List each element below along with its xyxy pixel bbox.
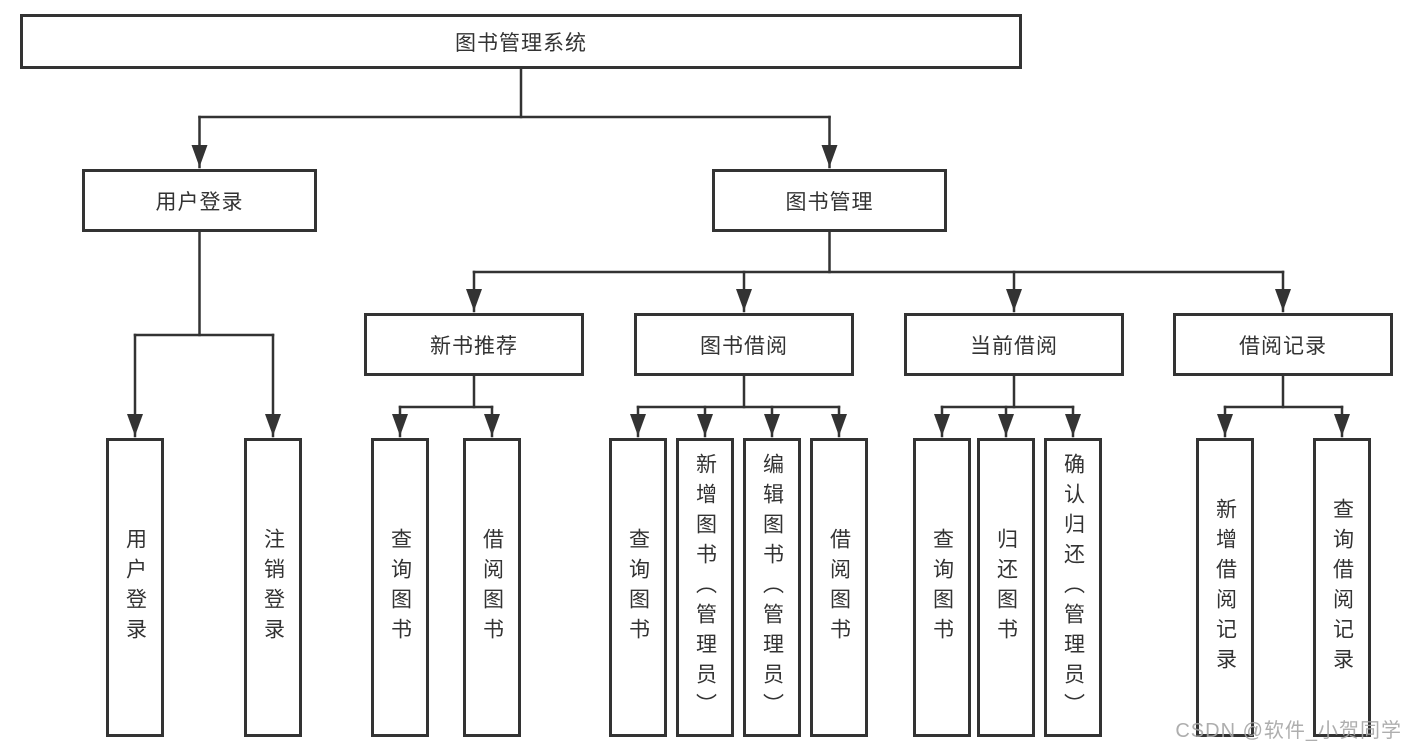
node-label: 借阅记录 (1239, 334, 1327, 358)
leaf-add-book-admin: 新增图书（管理员） (676, 438, 734, 737)
leaf-return-books: 归还图书 (977, 438, 1035, 737)
leaf-query-borrow-record: 查询借阅记录 (1313, 438, 1371, 737)
connector-borrowing-records (1217, 374, 1350, 438)
leaf-borrow-books-borrowing: 借阅图书 (810, 438, 868, 737)
leaf-query-books-current: 查询图书 (913, 438, 971, 737)
watermark: CSDN @软件_小贺同学 (1175, 720, 1402, 742)
connector-new-book-recommendation (392, 374, 500, 438)
leaf-query-books-recommend: 查询图书 (371, 438, 429, 737)
leaf-borrow-books-recommend: 借阅图书 (463, 438, 521, 737)
node-library-management-system: 图书管理系统 (20, 14, 1022, 69)
connector-current-borrowing (934, 374, 1081, 438)
node-label: 用户登录 (155, 190, 244, 214)
leaf-add-borrow-record: 新增借阅记录 (1196, 438, 1254, 737)
leaf-user-login: 用户登录 (106, 438, 164, 737)
node-current-borrowing: 当前借阅 (904, 313, 1124, 376)
node-label: 图书管理系统 (455, 31, 587, 55)
node-label: 查询图书 (930, 527, 954, 648)
connector-root (191, 67, 838, 169)
node-label: 查询图书 (388, 527, 412, 648)
node-label: 新增借阅记录 (1213, 497, 1237, 678)
node-label: 确认归还（管理员） (1061, 452, 1085, 723)
node-label: 归还图书 (994, 527, 1018, 648)
node-borrowing-records: 借阅记录 (1173, 313, 1393, 376)
node-label: 新书推荐 (430, 334, 518, 358)
connector-user-login (127, 230, 281, 438)
node-label: 借阅图书 (827, 527, 851, 648)
node-label: 查询图书 (626, 527, 650, 648)
node-new-book-recommendation: 新书推荐 (364, 313, 584, 376)
node-label: 注销登录 (261, 527, 285, 648)
leaf-edit-book-admin: 编辑图书（管理员） (743, 438, 801, 737)
connector-book-borrowing (630, 374, 847, 438)
node-label: 借阅图书 (480, 527, 504, 648)
node-label: 用户登录 (123, 527, 147, 648)
node-book-management: 图书管理 (712, 169, 947, 232)
node-label: 编辑图书（管理员） (760, 452, 784, 723)
node-label: 新增图书（管理员） (693, 452, 717, 723)
leaf-confirm-return-admin: 确认归还（管理员） (1044, 438, 1102, 737)
leaf-logout: 注销登录 (244, 438, 302, 737)
node-label: 查询借阅记录 (1330, 497, 1354, 678)
node-user-login: 用户登录 (82, 169, 317, 232)
connector-book-management (466, 230, 1291, 313)
node-label: 图书管理 (785, 190, 874, 214)
leaf-query-books-borrowing: 查询图书 (609, 438, 667, 737)
node-book-borrowing: 图书借阅 (634, 313, 854, 376)
node-label: 图书借阅 (700, 334, 788, 358)
node-label: 当前借阅 (970, 334, 1058, 358)
